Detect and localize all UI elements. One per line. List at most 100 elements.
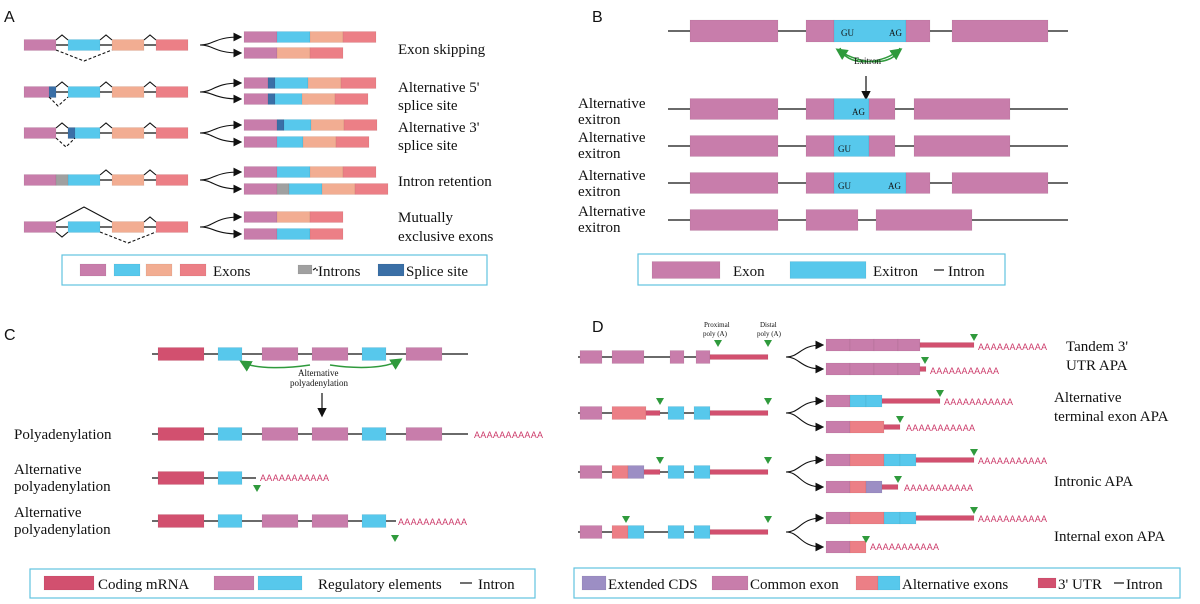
legend-d-utr: 3' UTR — [1058, 577, 1102, 593]
polya-site-marker — [921, 357, 929, 364]
exon-block — [67, 174, 101, 186]
legend-d-intron: Intron — [1126, 577, 1163, 593]
exon-block — [243, 136, 278, 148]
exon-block — [913, 98, 1011, 120]
label-mutual-line2: exclusive exons — [398, 229, 494, 245]
legend-swatch — [145, 263, 173, 277]
exon-block — [905, 19, 931, 43]
exon-block — [883, 511, 901, 525]
fork-arrow — [785, 412, 825, 432]
polya-site-marker — [862, 536, 870, 543]
exon-block — [309, 166, 344, 178]
fork-arrow — [785, 513, 825, 533]
exon-block — [825, 362, 851, 376]
legend-d-frame — [573, 567, 1181, 599]
utr-bar — [883, 424, 901, 430]
label-alt3-line1: Alternative 3' — [398, 120, 480, 136]
exon-block — [693, 465, 711, 479]
utr-bar — [881, 484, 899, 490]
polya-site-marker — [764, 516, 772, 523]
d-distal-line2: poly (A) — [757, 330, 782, 338]
exon-block — [157, 514, 205, 528]
exon-block — [579, 406, 603, 420]
legend-a-introns: Introns — [318, 264, 361, 280]
exon-block — [310, 119, 345, 131]
exon-block — [868, 135, 896, 157]
exon-block — [849, 338, 875, 352]
exon-block — [274, 77, 309, 89]
exon-block — [913, 135, 1011, 157]
exon-block — [951, 172, 1049, 194]
label-exon-skipping: Exon skipping — [398, 42, 486, 58]
polya-site-marker — [970, 449, 978, 456]
gene-structures — [23, 19, 1124, 591]
legend-swatch-splice — [377, 263, 405, 277]
legend-swatch — [213, 575, 255, 591]
splice-junction — [99, 122, 113, 129]
legend-swatch-intron — [297, 264, 313, 275]
exon-block — [276, 47, 311, 59]
fork-arrow — [785, 396, 825, 414]
exon-block — [405, 347, 443, 361]
exon-block — [579, 350, 603, 364]
fork-arrow — [199, 120, 243, 134]
exon-block — [157, 347, 205, 361]
exon-block — [309, 31, 344, 43]
b-ag-row1: AG — [852, 107, 865, 117]
retained-intron-block — [55, 174, 69, 186]
exon-block — [276, 183, 290, 195]
exon-block — [267, 93, 276, 105]
b-row3-line2: exitron — [578, 184, 621, 200]
proximal-marker — [714, 340, 722, 347]
exon-block — [897, 338, 921, 352]
exon-block — [873, 338, 899, 352]
exon-block — [155, 39, 189, 51]
exon-block — [689, 135, 779, 157]
exon-block — [883, 453, 901, 467]
exon-block — [342, 31, 377, 43]
exon-block — [865, 480, 883, 494]
splice-junction — [55, 122, 69, 129]
exon-block — [301, 93, 336, 105]
c-alt1-line2: polyadenylation — [14, 479, 111, 495]
exon-block — [155, 127, 189, 139]
exon-block — [111, 39, 145, 51]
exon-block — [261, 347, 299, 361]
exon-block — [849, 453, 885, 467]
d-tail-3: AAAAAAAAAAA — [944, 397, 1013, 407]
exon-block — [243, 93, 269, 105]
d-tail-5: AAAAAAAAAAA — [978, 456, 1047, 466]
exon-block — [276, 31, 311, 43]
exon-block — [340, 77, 377, 89]
exon-block — [276, 136, 304, 148]
exon-block — [849, 394, 867, 408]
splice-junction — [143, 81, 157, 88]
utr-bar — [643, 469, 661, 475]
utr-bar — [915, 515, 975, 521]
fork-arrow — [199, 167, 243, 181]
d-distal-line1: Distal — [760, 321, 777, 329]
b-gu-top: GU — [841, 28, 854, 38]
polya-site-marker — [896, 416, 904, 423]
exon-block — [667, 406, 685, 420]
legend-swatch — [113, 263, 141, 277]
utr-bar — [709, 529, 769, 535]
legend-c-regulatory: Regulatory elements — [318, 577, 442, 593]
legend-swatch — [711, 575, 749, 591]
exon-block — [111, 221, 145, 233]
alt3-junction — [55, 137, 76, 148]
legend-swatch — [877, 575, 901, 591]
exon-block — [302, 136, 337, 148]
polya-site-marker — [936, 390, 944, 397]
polya-site-marker — [253, 485, 261, 492]
legend-b-frame — [637, 253, 1006, 286]
exon-block — [579, 525, 603, 539]
c-tail-3: AAAAAAAAAAA — [398, 517, 467, 527]
exon-block — [689, 209, 779, 231]
splice-junction — [143, 169, 157, 176]
exon-block — [689, 98, 779, 120]
exon-block — [805, 209, 859, 231]
exon-block — [309, 47, 344, 59]
legend-a-splice-site: Splice site — [406, 264, 468, 280]
exon-block — [111, 86, 145, 98]
